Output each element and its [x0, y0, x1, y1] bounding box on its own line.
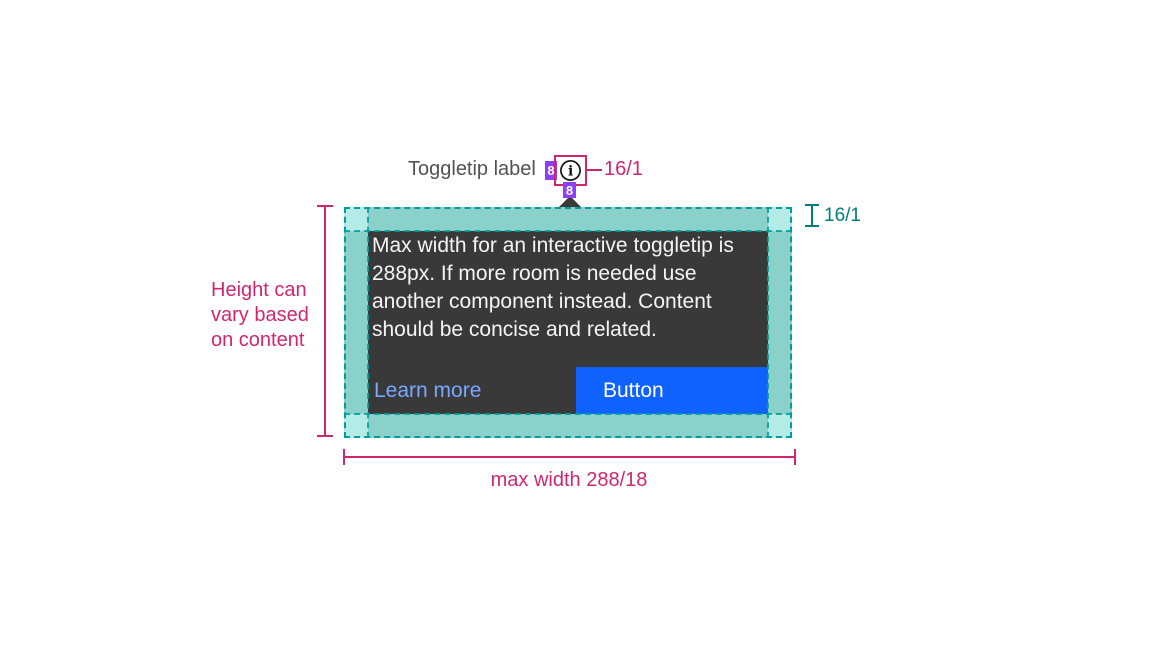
spacing-badge-8-below: 8 — [563, 182, 576, 198]
max-width-tick-right — [794, 449, 796, 465]
information-icon-glyph: i — [560, 160, 581, 181]
max-width-measure-line — [344, 456, 795, 458]
body-line: should be concise and related. — [372, 318, 657, 341]
height-note-line: Height can — [211, 279, 307, 301]
toggletip-label: Toggletip label — [408, 158, 536, 180]
learn-more-link[interactable]: Learn more — [374, 378, 482, 402]
body-line: 288px. If more room is needed use — [372, 262, 697, 285]
toggletip-spacing-overlay: Max width for an interactive toggletip i… — [344, 207, 792, 438]
height-annotation-text: Height can vary based on content — [211, 278, 309, 353]
padding-measure-tick-bottom — [805, 225, 819, 227]
toggletip-content: Max width for an interactive toggletip i… — [368, 231, 768, 414]
padding-corner-top-left — [344, 207, 368, 231]
padding-strip-bottom — [368, 414, 768, 438]
max-width-tick-left — [343, 449, 345, 465]
height-note-line: on content — [211, 329, 305, 351]
toggletip-action-button[interactable]: Button — [576, 367, 768, 414]
padding-strip-top — [368, 207, 768, 231]
toggletip-actions: Learn more Button — [368, 367, 768, 414]
body-line: another component instead. Content — [372, 290, 712, 313]
padding-strip-right — [768, 231, 792, 414]
padding-measure-tick-top — [805, 204, 819, 206]
padding-corner-top-right — [768, 207, 792, 231]
padding-corner-bottom-right — [768, 414, 792, 438]
padding-strip-left — [344, 231, 368, 414]
information-icon[interactable]: i — [559, 159, 582, 182]
height-measure-line — [324, 206, 326, 436]
tooltip-caret — [559, 196, 581, 207]
padding-corner-bottom-left — [344, 414, 368, 438]
padding-measure-bar — [811, 205, 813, 227]
height-note-line: vary based — [211, 304, 309, 326]
annotation-connector-line — [587, 169, 602, 171]
body-line: Max width for an interactive toggletip i… — [372, 234, 734, 257]
padding-size-label: 16/1 — [824, 205, 861, 226]
max-width-label: max width 288/18 — [490, 469, 648, 491]
svg-text:i: i — [568, 164, 573, 180]
icon-size-label: 16/1 — [604, 158, 643, 180]
height-measure-tick-top — [317, 205, 333, 207]
toggletip-body-text: Max width for an interactive toggletip i… — [368, 231, 768, 344]
height-measure-tick-bottom — [317, 435, 333, 437]
